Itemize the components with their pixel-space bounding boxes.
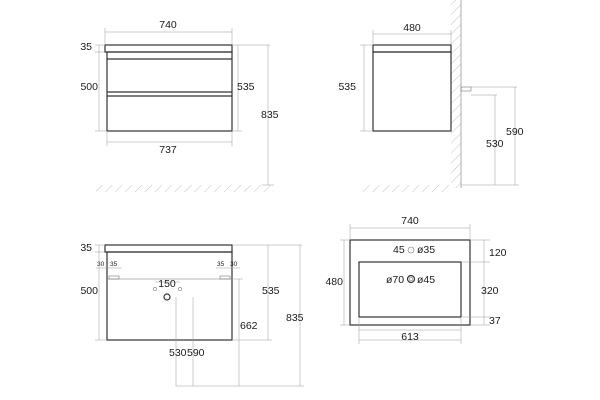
wall-hatch <box>451 0 461 188</box>
back-hole-right <box>178 287 182 291</box>
back-hole-left <box>153 287 157 291</box>
back-height-535-label: 535 <box>262 285 280 297</box>
back-height-500-label: 500 <box>80 285 98 297</box>
front-width-bottom-label: 737 <box>159 144 177 156</box>
back-top-thickness-label: 35 <box>80 242 92 254</box>
back-cabinet-body <box>106 251 233 341</box>
back-right-35-label: 35 <box>217 261 225 268</box>
back-right-30-label: 30 <box>230 261 238 268</box>
top-outer-outline <box>349 239 471 326</box>
back-bottom-590-label: 590 <box>187 347 205 359</box>
top-width-label: 740 <box>401 215 419 227</box>
back-countertop <box>104 244 233 253</box>
side-body-height-label: 535 <box>338 81 356 93</box>
top-offset-120-label: 120 <box>489 247 507 259</box>
top-hole-45-label: ø45 <box>417 274 435 286</box>
back-height-662-label: 662 <box>240 320 258 332</box>
front-width-top-label: 740 <box>159 19 177 31</box>
top-basin-width-label: 613 <box>401 331 419 343</box>
front-total-height-label: 835 <box>261 109 279 121</box>
back-view: 30 35 35 30 150 35 500 535 662 835 530 5… <box>80 242 304 387</box>
side-view: 480 535 590 530 <box>338 0 524 192</box>
back-center-spacing-label: 150 <box>158 278 176 290</box>
top-hole-35-label: ø35 <box>417 244 435 256</box>
top-offset-45-label: 45 <box>393 244 405 256</box>
front-countertop <box>104 44 233 53</box>
front-top-thickness-label: 35 <box>80 41 92 53</box>
back-drain-hole <box>163 293 171 301</box>
wall-bracket <box>460 86 472 92</box>
top-drain-inner <box>408 276 414 282</box>
back-height-835-label: 835 <box>286 312 304 324</box>
top-basin-depth-label: 320 <box>481 285 499 297</box>
top-basin-outline <box>358 261 462 318</box>
side-floor-hatch <box>360 185 451 192</box>
side-mount-height-label: 590 <box>506 126 524 138</box>
side-countertop <box>372 44 452 53</box>
top-hole-70-label: ø70 <box>386 274 404 286</box>
front-drawer-height-label: 500 <box>80 81 98 93</box>
side-mount-height-2-label: 530 <box>486 138 504 150</box>
floor-hatch <box>96 185 274 192</box>
top-offset-37-label: 37 <box>489 315 501 327</box>
back-left-30-label: 30 <box>97 261 105 268</box>
back-left-35-label: 35 <box>110 261 118 268</box>
top-drain-outer <box>406 274 416 284</box>
top-view: 740 45 ø35 ø70 ø45 480 120 320 37 613 <box>325 215 507 344</box>
side-depth-label: 480 <box>403 22 421 34</box>
top-faucet-hole <box>407 246 415 254</box>
back-bottom-530-label: 530 <box>169 347 187 359</box>
front-body-height-label: 535 <box>237 81 255 93</box>
front-view: 740 737 35 500 535 835 <box>80 19 279 192</box>
side-cabinet-body <box>372 51 452 132</box>
top-depth-label: 480 <box>325 276 343 288</box>
